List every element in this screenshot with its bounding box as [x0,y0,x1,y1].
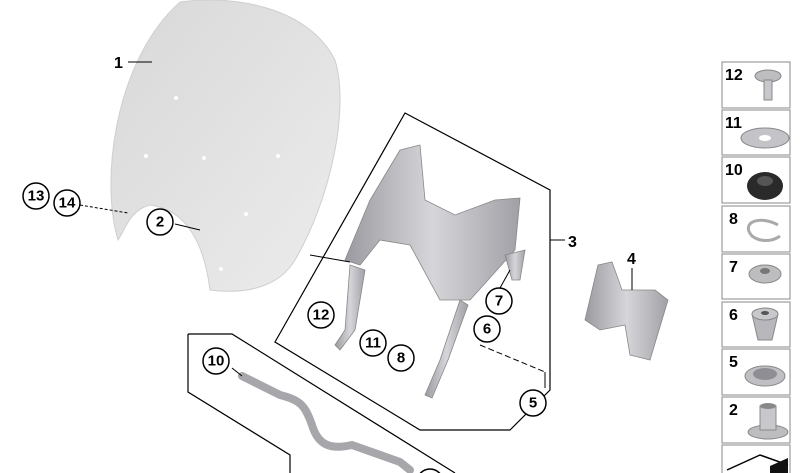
callout-1: 1 [114,55,123,72]
callout-2: 2 [146,208,174,236]
svg-text:8: 8 [397,350,405,367]
svg-text:6: 6 [483,321,491,338]
grommet-part [747,172,783,200]
windshield-mount-holes [144,96,280,271]
svg-text:13: 13 [28,188,45,205]
callout-5: 5 [519,389,547,417]
callout-4: 4 [627,251,636,268]
callout-6: 6 [473,315,501,343]
knurled-nut-part [748,264,782,284]
holder[interactable] [584,261,669,361]
part-box-label-8: 8 [729,211,738,228]
handlebar-tube[interactable] [238,372,414,473]
part-box-label-2: 2 [729,402,738,419]
svg-text:10: 10 [208,353,225,370]
svg-text:2: 2 [156,214,164,231]
part-thumbnails [726,69,790,473]
washer-part [740,127,790,149]
part-box-label-5: 5 [729,354,738,371]
bushing-part [747,403,789,440]
part-box-label-11: 11 [725,115,742,132]
part-box-label-7: 7 [729,259,738,276]
svg-text:5: 5 [529,395,537,412]
svg-text:7: 7 [495,293,503,310]
pin-part [754,69,782,101]
svg-text:12: 12 [313,307,330,324]
callout-3: 3 [568,234,577,251]
washer-cup-part [744,365,786,387]
kit-box-icon [726,454,789,473]
part-box-label-10: 10 [725,162,743,179]
callout-8: 8 [387,344,415,372]
callout-cut-off [419,468,441,473]
circlip-part [746,218,781,242]
windshield[interactable] [110,0,341,292]
callout-13: 13 [22,182,50,210]
callout-10: 10 [202,347,230,375]
callout-14: 14 [53,189,81,217]
bracket-frame-outline [274,112,551,431]
conical-nut-part [751,307,779,341]
callout-7: 7 [485,287,513,315]
leader-lines [79,61,633,388]
svg-text:11: 11 [365,335,381,352]
callout-12: 12 [307,301,335,329]
callout-11: 11 [359,329,387,357]
bracket-assembly[interactable] [334,144,526,399]
handlebar-frame-outline [187,333,456,473]
part-box-label-12: 12 [725,67,743,84]
part-box-label-6: 6 [729,307,738,324]
svg-text:14: 14 [59,195,76,212]
